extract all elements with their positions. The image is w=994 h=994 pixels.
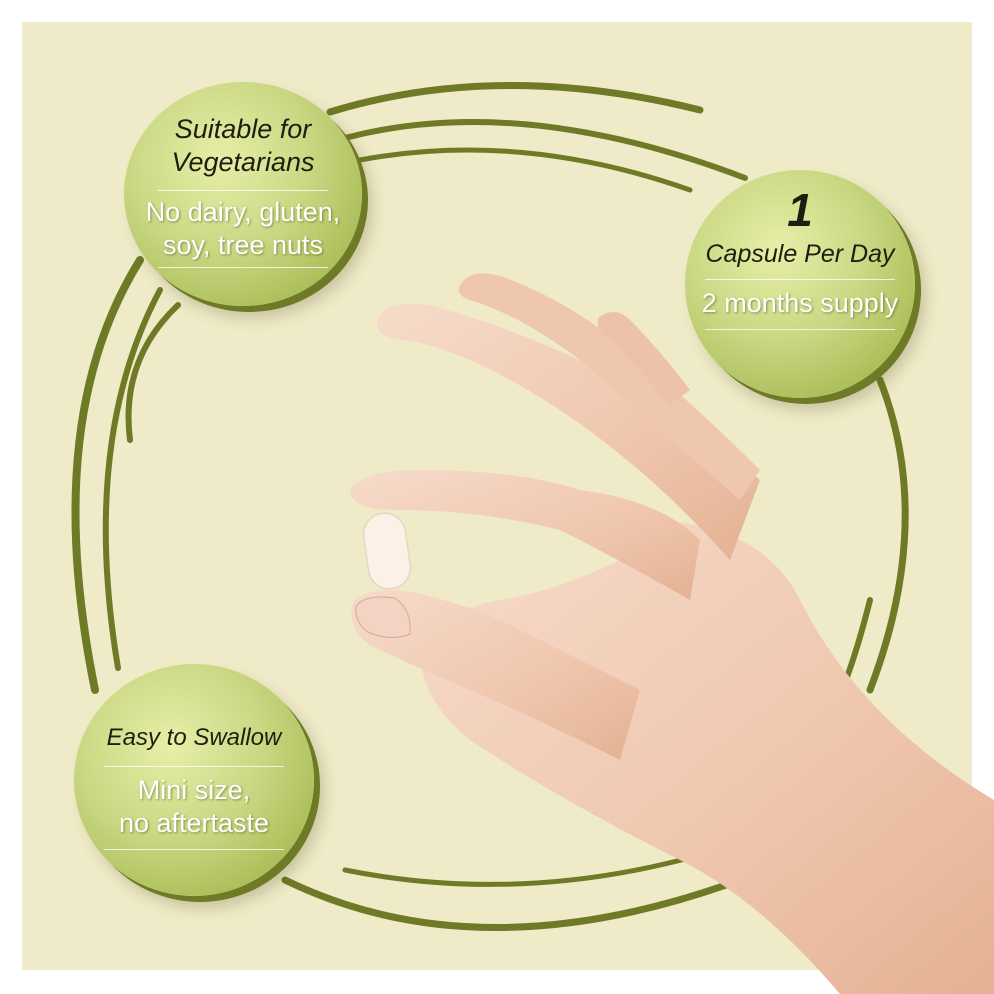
badge-title-line: Vegetarians xyxy=(171,147,315,177)
dosage-badge: 1 Capsule Per Day 2 months supply xyxy=(685,170,915,398)
vegetarian-badge: Suitable for Vegetarians No dairy, glute… xyxy=(124,82,362,306)
badge-title: Easy to Swallow xyxy=(106,724,282,751)
badge-title-line: Suitable for xyxy=(174,114,312,144)
badge-divider xyxy=(104,766,284,767)
badge-subtext-line: Mini size, xyxy=(137,775,251,805)
badge-subtext-line: soy, tree nuts xyxy=(162,230,324,260)
badge-subtext-line: No dairy, gluten, xyxy=(145,197,341,227)
badge-divider xyxy=(705,329,895,330)
badge-subtext: 2 months supply xyxy=(701,288,899,318)
badge-divider xyxy=(104,849,284,850)
badge-subtext-line: no aftertaste xyxy=(118,808,270,838)
easy-swallow-badge: Easy to Swallow Mini size, no aftertaste xyxy=(74,664,314,896)
badge-number: 1 xyxy=(787,184,813,236)
badge-divider xyxy=(158,190,328,191)
badge-title: Capsule Per Day xyxy=(705,240,895,268)
badge-divider xyxy=(158,267,328,268)
badge-divider xyxy=(705,279,895,280)
